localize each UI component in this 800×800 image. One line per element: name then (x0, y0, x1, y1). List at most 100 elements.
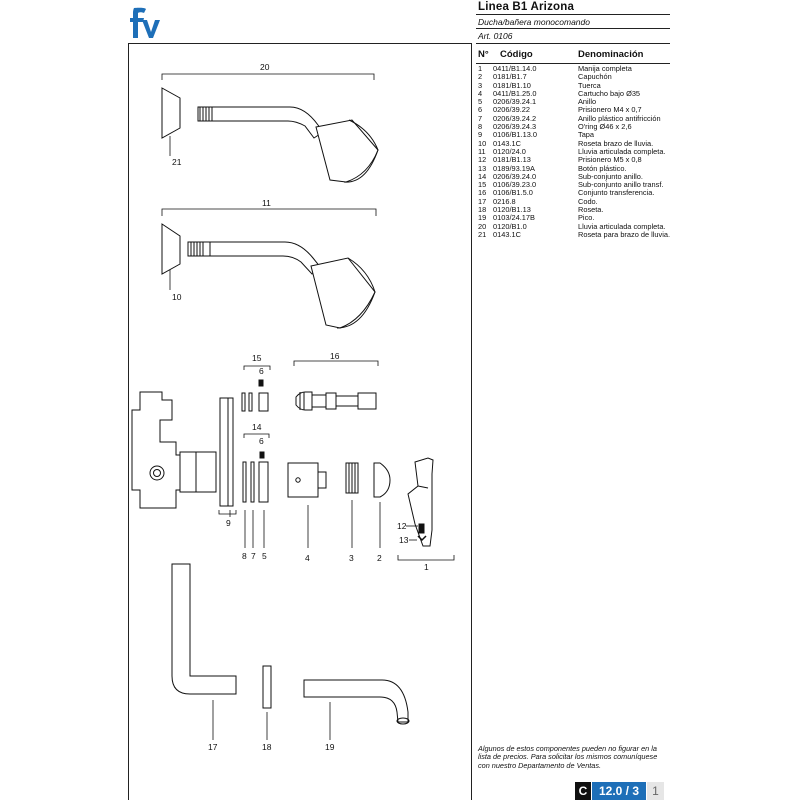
part-number: 8 (478, 122, 483, 132)
part-number: 7 (478, 113, 483, 123)
rosette-18 (262, 665, 272, 709)
part-code: 0106/39.23.0 (493, 180, 537, 190)
part-name: Pico. (578, 213, 595, 223)
part-code: 0206/39.24.1 (493, 97, 537, 107)
label-20: 20 (260, 62, 270, 72)
elbow-17 (171, 563, 237, 695)
part-name: Conjunto transferencia. (578, 188, 655, 198)
table-row: 16 0106/B1.5.0 Conjunto transferencia. (478, 188, 678, 198)
header-rule-2 (476, 28, 670, 29)
table-header-rule (476, 63, 670, 64)
label-12: 12 (397, 521, 407, 531)
part-number: 6 (478, 105, 483, 115)
part-code: 0103/24.17B (493, 213, 535, 223)
part-code: 0143.1C (493, 138, 521, 148)
part-number: 21 (478, 229, 487, 239)
part-number: 11 (478, 146, 486, 156)
availability-note: Algunos de estos componentes pueden no f… (478, 744, 658, 770)
header-rule-1 (476, 14, 670, 15)
part-number: 3 (478, 80, 483, 90)
part-name: O'ring Ø46 x 2,6 (578, 122, 632, 132)
header-code: Código (500, 49, 533, 60)
part-name: Roseta. (578, 205, 604, 215)
label-2: 2 (377, 553, 382, 563)
page-number: 1 (647, 782, 664, 800)
drawing-frame-left (128, 43, 129, 800)
part-number: 19 (478, 213, 487, 223)
cap-2 (373, 462, 391, 498)
header-rule-3 (476, 43, 670, 44)
part-code: 0181/B1.7 (493, 72, 527, 82)
label-4: 4 (305, 553, 310, 563)
part-code: 0181/B1.13 (493, 155, 531, 165)
page-reference: C 12.0 / 3 1 (575, 782, 664, 800)
part-name: Anillo (578, 97, 597, 107)
label-8: 8 (242, 551, 247, 561)
part-name: Tapa (578, 130, 595, 140)
part-number: 9 (478, 130, 483, 140)
part-name: Prisionero M5 x 0,8 (578, 155, 642, 165)
part-number: 10 (478, 138, 487, 148)
page-subtitle: Ducha/bañera monocomando (478, 17, 590, 27)
label-18: 18 (262, 742, 272, 752)
part-code: 0189/93.19A (493, 163, 535, 173)
part-number: 16 (478, 188, 487, 198)
part-number: 15 (478, 180, 487, 190)
label-14: 14 (252, 422, 262, 432)
part-name: Cartucho bajo Ø35 (578, 88, 641, 98)
nut-3 (345, 462, 359, 494)
label-5: 5 (262, 551, 267, 561)
label-21: 21 (172, 157, 182, 167)
part-name: Lluvia articulada completa. (578, 146, 666, 156)
label-6b: 6 (259, 436, 264, 446)
table-row: 3 0181/B1.10 Tuerca (478, 80, 678, 90)
part-code: 0106/B1.5.0 (493, 188, 533, 198)
part-code: 0120/24.0 (493, 146, 526, 156)
drawing-frame-right (471, 43, 472, 800)
valve-body-9 (131, 391, 237, 515)
part-code: 0411/B1.14.0 (493, 64, 537, 73)
label-17: 17 (208, 742, 218, 752)
part-name: Botón plástico. (578, 163, 627, 173)
table-row: 17 0216.8 Codo. (478, 196, 678, 206)
spout-19 (303, 679, 409, 723)
part-number: 20 (478, 221, 487, 231)
drawing-frame-top (128, 43, 471, 44)
part-code: 0216.8 (493, 196, 516, 206)
part-name: Capuchón (578, 72, 612, 82)
part-number: 1 (478, 64, 483, 73)
part-code: 0106/B1.13.0 (493, 130, 537, 140)
label-7: 7 (251, 551, 256, 561)
page-title: Linea B1 Arizona (478, 1, 575, 13)
label-13: 13 (399, 535, 409, 545)
part-number: 5 (478, 97, 483, 107)
header-name: Denominación (578, 49, 644, 60)
part-name: Tuerca (578, 80, 601, 90)
fv-logo-icon (130, 7, 160, 38)
part-name: Codo. (578, 196, 598, 206)
shower-arm-20 (161, 87, 379, 183)
table-row: 19 0103/24.17B Pico. (478, 213, 678, 223)
part-name: Roseta brazo de lluvia. (578, 138, 654, 148)
label-16: 16 (330, 351, 340, 361)
part-code: 0143.1C (493, 229, 521, 239)
table-header: N° Código Denominación (478, 49, 678, 65)
cartridge-4 (287, 462, 327, 498)
table-row: 11 0120/24.0 Lluvia articulada completa. (478, 146, 678, 156)
page-section-letter: C (575, 782, 591, 800)
label-10: 10 (172, 292, 182, 302)
part-number: 12 (478, 155, 487, 165)
part-code: 0181/B1.10 (493, 80, 531, 90)
part-number: 17 (478, 196, 487, 206)
part-code: 0206/39.22 (493, 105, 530, 115)
part-code: 0120/B1.0 (493, 221, 527, 231)
article-number: Art. 0106 (478, 31, 513, 41)
